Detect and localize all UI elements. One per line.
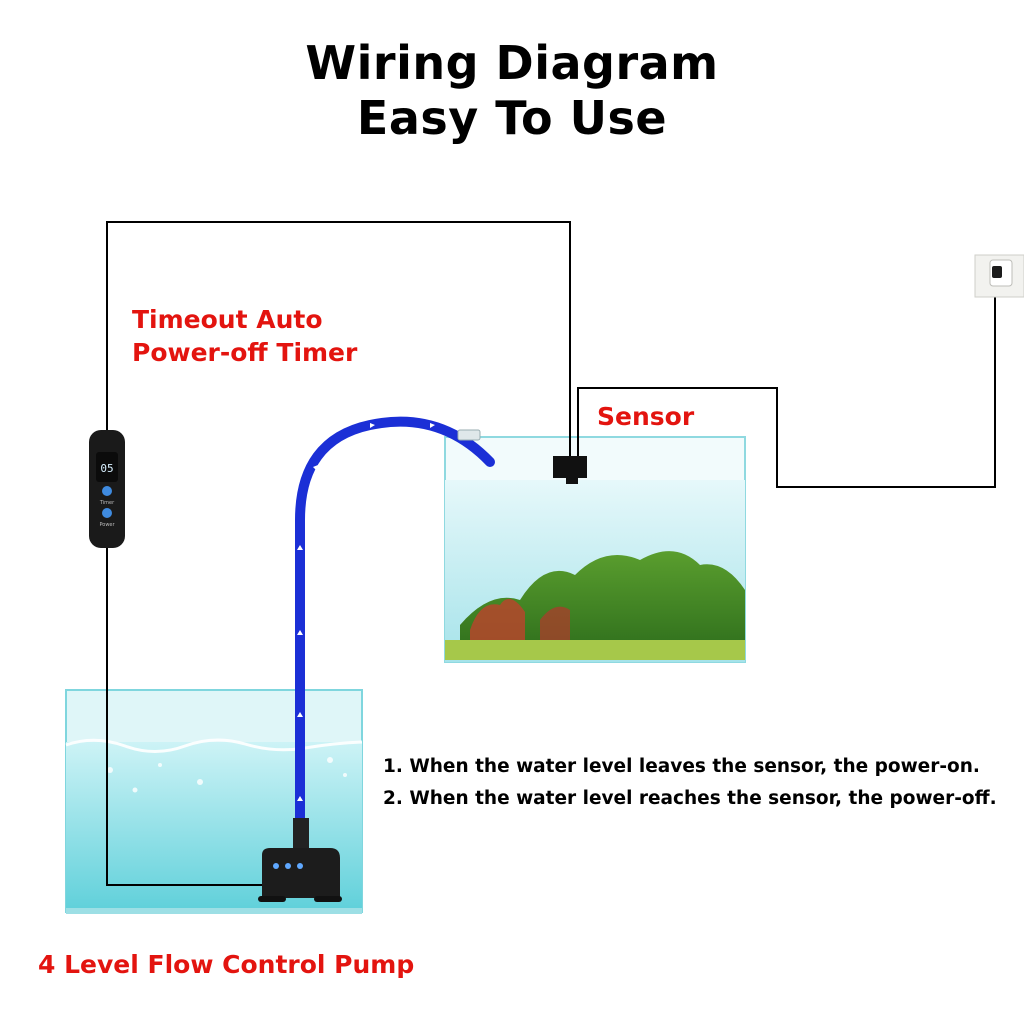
timer-button-label: Timer bbox=[99, 500, 115, 506]
power-button-label: Power bbox=[99, 522, 115, 528]
aquarium-icon bbox=[444, 436, 746, 663]
timer-display: 05 bbox=[100, 462, 113, 475]
sensor-label: Sensor bbox=[597, 402, 695, 431]
pump-label: 4 Level Flow Control Pump bbox=[38, 950, 415, 979]
title-line-1: Wiring Diagram bbox=[305, 36, 719, 90]
note-2: 2. When the water level reaches the sens… bbox=[383, 788, 997, 809]
pump-icon bbox=[258, 818, 342, 902]
sensor-icon bbox=[553, 456, 587, 484]
note-1: 1. When the water level leaves the senso… bbox=[383, 756, 980, 777]
timer-label-line-2: Power-off Timer bbox=[132, 338, 358, 367]
wall-outlet-icon bbox=[974, 254, 1024, 298]
hose bbox=[295, 416, 495, 835]
title-line-2: Easy To Use bbox=[356, 91, 668, 145]
timer-label-line-1: Timeout Auto bbox=[132, 305, 323, 334]
controller-icon: 05 Timer Power bbox=[89, 430, 125, 548]
flow-arrow-icons bbox=[297, 423, 435, 801]
